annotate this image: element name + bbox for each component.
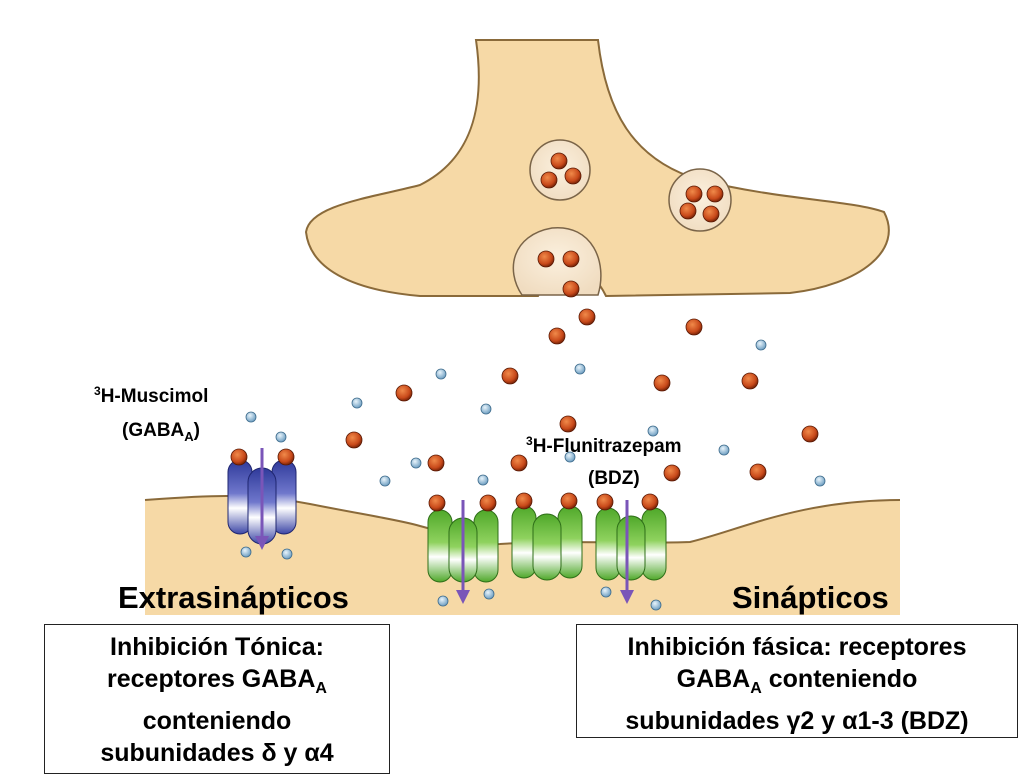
flunitrazepam-label: 3H-Flunitrazepam: [526, 434, 682, 457]
tonic-line-3: conteniendo: [142, 707, 292, 735]
muscimol-target-label: (GABAA): [122, 420, 200, 444]
vesicle-2: [668, 168, 732, 232]
extrasynaptic-receptor: [227, 459, 297, 545]
tonic-line-2: receptores GABAA: [107, 665, 327, 697]
phasic-line-1: Inhibición fásica: receptores: [627, 633, 967, 661]
tonic-line-4: subunidades δ y α4: [100, 739, 334, 767]
ion-flow-arrows: [255, 448, 634, 604]
small-ligands: [240, 339, 826, 611]
gaba-molecules: [230, 152, 819, 512]
extrasynaptic-label: Extrasinápticos: [118, 580, 349, 615]
tonic-inhibition-box: Inhibición Tónica: receptores GABAA cont…: [44, 624, 390, 774]
phasic-line-2: GABAA conteniendo: [676, 665, 918, 697]
tonic-line-1: Inhibición Tónica:: [110, 633, 324, 661]
muscimol-label: 3H-Muscimol: [94, 384, 208, 407]
phasic-inhibition-box: Inhibición fásica: receptores GABAA cont…: [576, 624, 1018, 738]
synaptic-label: Sinápticos: [732, 580, 889, 615]
synaptic-receptor-3: [595, 507, 667, 581]
vesicle-1: [529, 139, 591, 201]
vesicle-fusing: [512, 227, 602, 296]
flunitrazepam-target-label: (BDZ): [588, 468, 640, 489]
phasic-line-3: subunidades γ2 y α1-3 (BDZ): [625, 707, 969, 735]
synaptic-receptor-2: [511, 505, 583, 581]
